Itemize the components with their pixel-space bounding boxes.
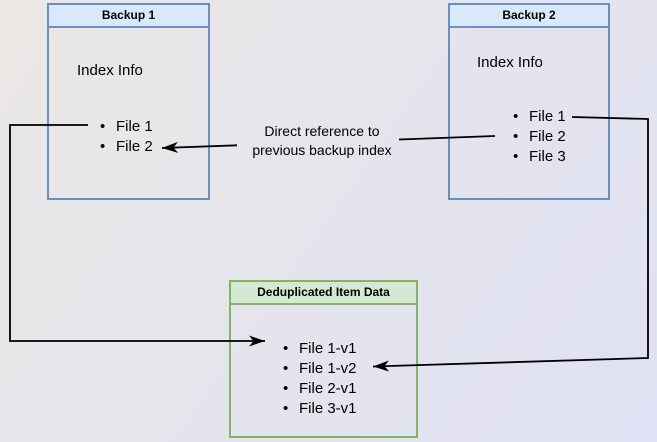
list-item-file-3-v1: File 3-v1	[283, 399, 357, 419]
list-item-file-2: File 2	[100, 137, 153, 157]
list-item-file-2: File 2	[513, 127, 566, 147]
dedup-file-list: File 1-v1 File 1-v2 File 2-v1 File 3-v1	[283, 339, 357, 419]
edge-label-line-2: previous backup index	[252, 142, 392, 158]
list-item-file-1-v2: File 1-v2	[283, 359, 357, 379]
edge-label-direct-reference: Direct reference to previous backup inde…	[232, 122, 412, 160]
list-item-file-2-v1: File 2-v1	[283, 379, 357, 399]
backup-2-title: Backup 2	[450, 5, 608, 28]
backup-1-title: Backup 1	[49, 5, 208, 28]
backup-1-index-info-label: Index Info	[77, 62, 143, 79]
node-backup-1: Backup 1 Index Info File 1 File 2	[47, 3, 210, 200]
node-backup-2: Backup 2 Index Info File 1 File 2 File 3	[448, 3, 610, 200]
list-item-file-1: File 1	[513, 107, 566, 127]
dedup-title: Deduplicated Item Data	[231, 282, 416, 305]
node-deduplicated-item-data: Deduplicated Item Data File 1-v1 File 1-…	[229, 280, 418, 438]
list-item-file-1: File 1	[100, 117, 153, 137]
backup-2-index-info-label: Index Info	[477, 54, 543, 71]
edge-label-line-1: Direct reference to	[264, 123, 380, 139]
list-item-file-3: File 3	[513, 147, 566, 167]
backup-1-file-list: File 1 File 2	[100, 117, 153, 157]
backup-2-file-list: File 1 File 2 File 3	[513, 107, 566, 167]
list-item-file-1-v1: File 1-v1	[283, 339, 357, 359]
